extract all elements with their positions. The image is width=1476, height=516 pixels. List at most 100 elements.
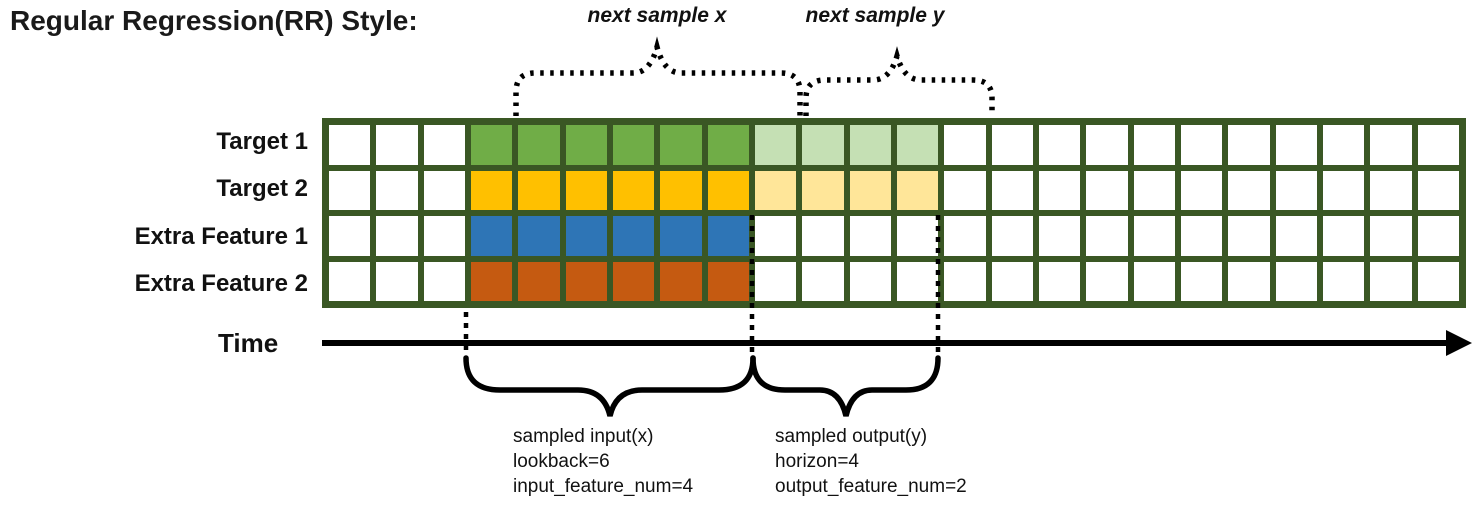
grid-cell xyxy=(612,261,655,301)
sampled-output-brace xyxy=(750,355,941,417)
grid-cell xyxy=(849,261,891,301)
sampled-output-annotation: sampled output(y) horizon=4 output_featu… xyxy=(775,424,967,499)
grid-cell xyxy=(707,170,749,210)
grid-cell xyxy=(802,216,844,256)
grid-cell xyxy=(1180,216,1223,256)
grid-cell xyxy=(1417,261,1459,301)
row-label-target-1: Target 1 xyxy=(216,127,308,155)
grid-cell xyxy=(1275,125,1317,165)
grid-cell xyxy=(518,170,560,210)
grid-cell xyxy=(896,170,939,210)
time-arrow-head xyxy=(1446,330,1472,356)
grid-cell xyxy=(707,261,749,301)
grid-cell xyxy=(1086,216,1128,256)
grid-cell xyxy=(376,261,418,301)
grid-cell xyxy=(802,170,844,210)
grid-cell xyxy=(944,170,986,210)
grid-cell xyxy=(1370,125,1412,165)
sampled-input-brace xyxy=(463,355,756,417)
row-label-extra-feature-1: Extra Feature 1 xyxy=(134,222,308,250)
grid-cell xyxy=(991,125,1033,165)
grid-cell xyxy=(754,125,797,165)
grid-cell xyxy=(565,125,607,165)
grid-cell xyxy=(754,170,797,210)
grid-cell xyxy=(329,125,371,165)
grid-cell xyxy=(1133,261,1175,301)
input-feature-num-value: input_feature_num=4 xyxy=(513,476,694,497)
grid-cell xyxy=(754,216,797,256)
sampled-input-annotation: sampled input(x) lookback=6 input_featur… xyxy=(513,424,693,499)
grid-cell xyxy=(1370,170,1412,210)
lookback-value: lookback=6 xyxy=(513,451,610,472)
grid-cell xyxy=(896,261,939,301)
grid-cell xyxy=(802,261,844,301)
grid-cell xyxy=(1086,261,1128,301)
grid-cell xyxy=(565,216,607,256)
grid-cell xyxy=(707,216,749,256)
grid-cell xyxy=(518,216,560,256)
grid-cell xyxy=(1228,125,1270,165)
grid-cell xyxy=(565,261,607,301)
grid-cell xyxy=(1133,170,1175,210)
grid-cell xyxy=(423,261,465,301)
grid-cell xyxy=(849,216,891,256)
grid-cell xyxy=(1038,216,1081,256)
grid-cell xyxy=(1322,170,1365,210)
grid-cell xyxy=(1228,261,1270,301)
next-sample-x-brace xyxy=(513,36,803,116)
grid-cell xyxy=(1038,125,1081,165)
grid-cell xyxy=(1180,261,1223,301)
grid-cell xyxy=(329,261,371,301)
next-sample-y-brace xyxy=(803,46,995,116)
grid-cell xyxy=(1133,125,1175,165)
grid-cell xyxy=(1086,170,1128,210)
grid-cell xyxy=(944,125,986,165)
grid-cell xyxy=(660,170,702,210)
time-axis-label: Time xyxy=(218,328,279,358)
grid-cell xyxy=(896,216,939,256)
grid-cell xyxy=(1275,170,1317,210)
grid-cell xyxy=(1322,216,1365,256)
grid-cell xyxy=(944,261,986,301)
grid-cell xyxy=(470,125,513,165)
row-label-extra-feature-2: Extra Feature 2 xyxy=(134,270,308,298)
grid-cell xyxy=(1370,216,1412,256)
horizon-value: horizon=4 xyxy=(775,451,859,472)
grid-cell xyxy=(944,216,986,256)
grid-cell xyxy=(1322,261,1365,301)
grid-cell xyxy=(376,125,418,165)
grid-cell xyxy=(470,216,513,256)
grid-cell xyxy=(660,125,702,165)
grid-cell xyxy=(376,170,418,210)
grid-cell xyxy=(754,261,797,301)
row-label-target-2: Target 2 xyxy=(216,175,308,203)
next-sample-y-label: next sample y xyxy=(805,4,945,27)
grid-cell xyxy=(329,216,371,256)
sampled-output-title: sampled output(y) xyxy=(775,426,928,447)
grid-cell xyxy=(1180,125,1223,165)
output-feature-num-value: output_feature_num=2 xyxy=(775,476,967,497)
grid-cell xyxy=(470,261,513,301)
grid-cell xyxy=(896,125,939,165)
grid-cell xyxy=(423,125,465,165)
diagram-title: Regular Regression(RR) Style: xyxy=(10,5,418,36)
grid-cell xyxy=(660,216,702,256)
grid-cell xyxy=(1180,170,1223,210)
grid-cell xyxy=(1275,216,1317,256)
grid-cell xyxy=(1133,216,1175,256)
grid-cell xyxy=(423,216,465,256)
grid-cell xyxy=(991,216,1033,256)
grid-cell xyxy=(849,125,891,165)
grid-cell xyxy=(612,125,655,165)
grid-cell xyxy=(612,216,655,256)
grid-cell xyxy=(1086,125,1128,165)
grid-cell xyxy=(565,170,607,210)
grid-cell xyxy=(660,261,702,301)
grid-cell xyxy=(1275,261,1317,301)
grid-cell xyxy=(1322,125,1365,165)
grid-cell xyxy=(612,170,655,210)
sampled-input-title: sampled input(x) xyxy=(513,426,654,447)
time-series-grid xyxy=(322,118,1466,308)
grid-cell xyxy=(991,261,1033,301)
grid-cell xyxy=(1417,170,1459,210)
